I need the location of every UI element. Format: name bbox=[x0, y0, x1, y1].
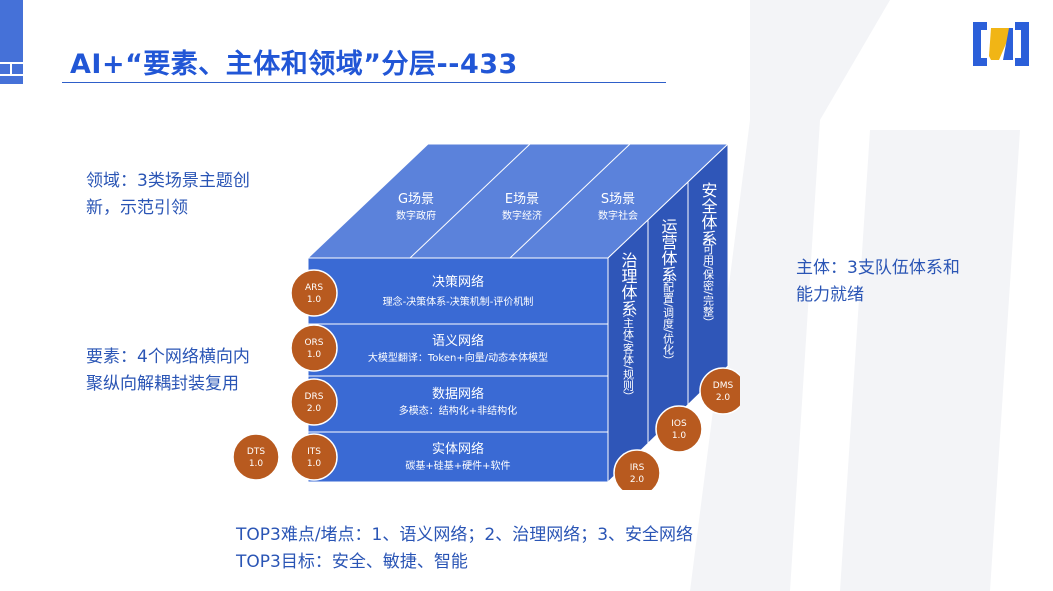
badge-name: IRS bbox=[630, 463, 645, 473]
scene-name: S场景 bbox=[601, 192, 635, 207]
badge-name: IOS bbox=[671, 419, 687, 429]
badge-name: DMS bbox=[713, 381, 734, 391]
badge-version: 1.0 bbox=[307, 459, 322, 469]
system-name: 治理体系 bbox=[619, 252, 638, 316]
layer-name: 数据网络 bbox=[432, 386, 484, 402]
badge-ors: ORS 1.0 bbox=[290, 324, 338, 372]
layer-data: 数据网络 多模态：结构化+非结构化 bbox=[399, 386, 517, 417]
difficulties-note: TOP3难点/堵点：1、语义网络；2、治理网络；3、安全网络 bbox=[236, 525, 694, 545]
badge-version: 1.0 bbox=[307, 350, 322, 360]
layer-name: 语义网络 bbox=[432, 333, 484, 349]
scene-sub: 数字经济 bbox=[502, 209, 542, 222]
layer-name: 实体网络 bbox=[432, 441, 484, 457]
badge-its: ITS 1.0 bbox=[290, 433, 338, 481]
system-sub: （配置/调度/优化） bbox=[662, 270, 675, 365]
scene-sub: 数字政府 bbox=[396, 209, 436, 222]
badge-version: 1.0 bbox=[672, 431, 687, 441]
badge-version: 2.0 bbox=[630, 475, 645, 485]
subjects-note-line: 主体：3支队伍体系和 bbox=[796, 258, 960, 278]
layer-cube-diagram: G场景 数字政府 E场景 数字经济 S场景 数字社会 决策网络 理念-决策体系-… bbox=[232, 142, 740, 490]
layer-name: 决策网络 bbox=[432, 274, 484, 290]
goals-note: TOP3目标：安全、敏捷、智能 bbox=[236, 552, 468, 572]
layer-entity: 实体网络 碳基+硅基+硬件+软件 bbox=[405, 441, 510, 472]
badge-version: 1.0 bbox=[307, 295, 322, 305]
domain-note: 领域：3类场景主题创 新，示范引领 bbox=[86, 168, 250, 222]
corner-decoration bbox=[0, 0, 23, 62]
badge-name: ARS bbox=[305, 283, 323, 293]
badge-dts: DTS 1.0 bbox=[232, 433, 280, 481]
cube-front-face bbox=[307, 257, 609, 483]
system-name: 运营体系 bbox=[659, 218, 678, 282]
brand-logo bbox=[973, 22, 1029, 66]
badge-irs: IRS 2.0 bbox=[613, 449, 661, 490]
badge-name: DRS bbox=[305, 392, 324, 402]
subjects-note-line: 能力就绪 bbox=[796, 285, 864, 305]
corner-decoration bbox=[12, 64, 23, 74]
system-security: 安全体系 （可用/保密/完整） bbox=[699, 182, 718, 328]
scene-e: E场景 数字经济 bbox=[502, 192, 542, 222]
system-governance: 治理体系 （主体/客体/规则） bbox=[619, 252, 638, 402]
badge-dms: DMS 2.0 bbox=[699, 367, 740, 415]
corner-decoration bbox=[0, 64, 10, 74]
background-watermark bbox=[690, 0, 1020, 591]
domain-note-line: 领域：3类场景主题创 bbox=[86, 171, 250, 191]
system-sub: （可用/保密/完整） bbox=[702, 232, 715, 327]
corner-decoration bbox=[0, 76, 23, 84]
domain-note-line: 新，示范引领 bbox=[86, 198, 188, 218]
system-operations: 运营体系 （配置/调度/优化） bbox=[659, 218, 678, 366]
elements-note-line: 聚纵向解耦封装复用 bbox=[86, 374, 239, 394]
layer-decision: 决策网络 理念-决策体系-决策机制-评价机制 bbox=[383, 274, 534, 308]
badge-drs: DRS 2.0 bbox=[290, 378, 338, 426]
scene-s: S场景 数字社会 bbox=[598, 192, 638, 222]
badge-name: ORS bbox=[304, 338, 323, 348]
scene-sub: 数字社会 bbox=[598, 209, 638, 222]
badge-name: DTS bbox=[247, 447, 265, 457]
page-title: AI+“要素、主体和领域”分层--433 bbox=[70, 49, 518, 80]
system-name: 安全体系 bbox=[699, 182, 718, 246]
layer-semantic: 语义网络 大模型翻译：Token+向量/动态本体模型 bbox=[368, 333, 548, 364]
scene-name: G场景 bbox=[398, 192, 434, 207]
subjects-note: 主体：3支队伍体系和 能力就绪 bbox=[796, 255, 960, 309]
layer-sub: 理念-决策体系-决策机制-评价机制 bbox=[383, 295, 534, 308]
scene-name: E场景 bbox=[505, 192, 539, 207]
badge-version: 1.0 bbox=[249, 459, 264, 469]
layer-sub: 大模型翻译：Token+向量/动态本体模型 bbox=[368, 351, 548, 364]
badge-ios: IOS 1.0 bbox=[655, 405, 703, 453]
badge-version: 2.0 bbox=[307, 404, 322, 414]
scene-g: G场景 数字政府 bbox=[396, 192, 436, 222]
layer-sub: 碳基+硅基+硬件+软件 bbox=[405, 459, 510, 472]
elements-note: 要素：4个网络横向内 聚纵向解耦封装复用 bbox=[86, 344, 250, 398]
elements-note-line: 要素：4个网络横向内 bbox=[86, 347, 250, 367]
layer-sub: 多模态：结构化+非结构化 bbox=[399, 404, 517, 417]
badge-version: 2.0 bbox=[716, 393, 731, 403]
system-sub: （主体/客体/规则） bbox=[622, 306, 635, 401]
badge-ars: ARS 1.0 bbox=[290, 269, 338, 317]
badge-name: ITS bbox=[307, 447, 321, 457]
bottom-notes: TOP3难点/堵点：1、语义网络；2、治理网络；3、安全网络 TOP3目标：安全… bbox=[236, 522, 693, 576]
title-divider bbox=[62, 82, 666, 83]
